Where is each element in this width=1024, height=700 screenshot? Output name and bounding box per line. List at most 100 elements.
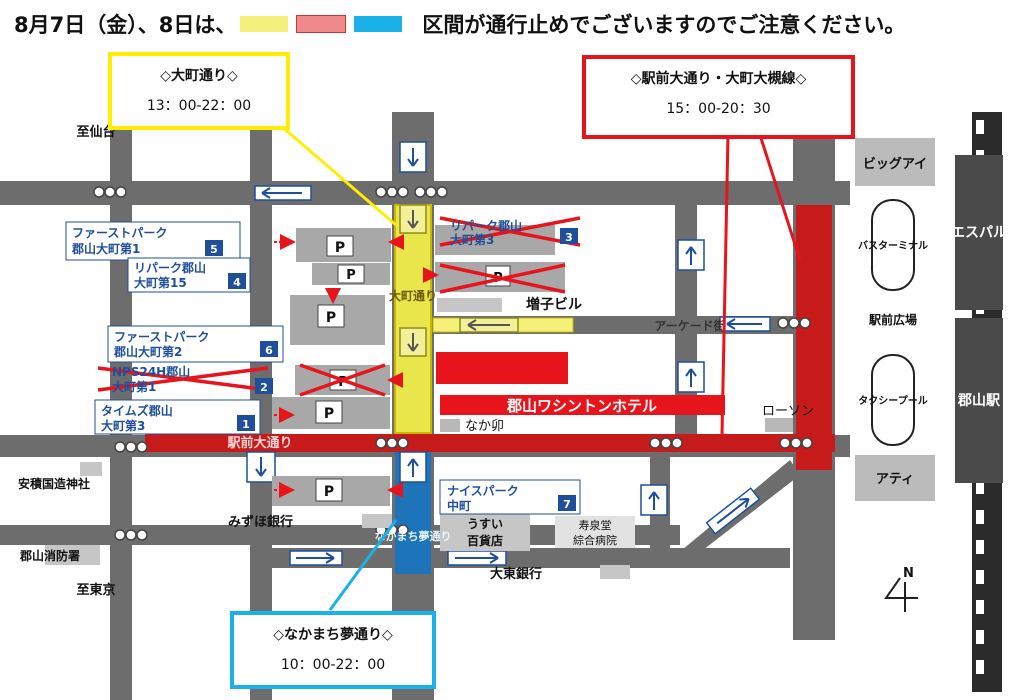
parking-first2-label: ファーストパーク 郡山大町第2 6 (107, 325, 284, 363)
parking-repark3-label: リパーク郡山 大町第3 3 (450, 218, 578, 247)
legend-swatch-ekimae (296, 15, 347, 33)
closure-ekimae-time: 15：00-20：30 (666, 101, 771, 117)
traffic-light (114, 529, 148, 541)
one-way-arrow-down (399, 141, 427, 173)
usui-dept-store (440, 513, 530, 551)
parking-number-badge: 7 (563, 498, 571, 511)
one-way-arrows (246, 141, 771, 566)
parking-nice-label: ナイスパーク 中町 7 (439, 479, 581, 515)
lawson-label: ローソン (762, 404, 814, 419)
one-way-arrow-up (399, 451, 427, 483)
lawson-building (765, 418, 793, 432)
masuko-building (437, 298, 502, 312)
parking-p-label: P (324, 484, 334, 500)
parking-number-badge: 3 (565, 231, 573, 244)
atei-building (855, 455, 935, 501)
one-way-arrow-down (246, 451, 276, 483)
washington-hotel-label-bg (440, 395, 725, 415)
one-way-arrow-east (289, 550, 343, 566)
closure-omachi-name: ◇大町通り◇ (160, 68, 238, 84)
mizuho-bank-label: みずほ銀行 (228, 514, 293, 530)
closed-mark (97, 366, 269, 392)
parking-sub: 大町第1 (112, 379, 156, 394)
parking-name: リパーク郡山 (134, 260, 206, 275)
notice-prefix: 8月7日（金）、8日は、 (14, 13, 237, 37)
one-way-arrow-down (399, 204, 427, 234)
parking-sub: 大町第3 (450, 232, 494, 247)
jusendo-label-line2: 綜合病院 (573, 533, 617, 547)
direction-sendai-label: 至仙台 (76, 124, 115, 140)
parking-repark15: P (312, 263, 390, 285)
koriyama-station-label: 郡山駅 (957, 393, 1001, 409)
parking-p-label: P (338, 375, 348, 390)
north-label: N (903, 566, 914, 581)
road-middle-avenue (250, 130, 272, 700)
callout-line-omachi (279, 123, 397, 227)
parking-sub: 郡山大町第1 (71, 241, 140, 256)
traffic-light (375, 186, 409, 198)
ekimae-dori-label: 駅前大通り (226, 435, 292, 451)
callout-line-ekimae (720, 134, 802, 436)
parking-labels: ファーストパーク 郡山大町第1 5 リパーク郡山 大町第3 3 リパーク郡山 大… (65, 218, 581, 515)
big-i-building (855, 138, 935, 186)
usui-label-line1: うすい (467, 517, 503, 531)
jusendo-label-line1: 寿泉堂 (579, 518, 612, 532)
parking-first2: P (290, 295, 385, 345)
nakau-building (440, 419, 460, 432)
esupal-building (955, 155, 1003, 310)
one-way-arrow-up (640, 484, 668, 516)
closure-box-ekimae: ◇駅前大通り・大町大槻線◇ 15：00-20：30 (582, 55, 855, 139)
parking-repark15-label: リパーク郡山 大町第15 4 (127, 257, 251, 293)
one-way-arrow-east (447, 550, 507, 566)
nakau-label: なか卯 (465, 419, 504, 434)
parking-first1-label: ファーストパーク 郡山大町第1 5 (65, 221, 241, 261)
closed-mark (439, 216, 581, 247)
legend-swatch-nakamachi (354, 16, 403, 32)
one-way-arrow-up (677, 239, 705, 271)
daito-bank-building (600, 565, 630, 579)
jusendo-hospital (555, 516, 635, 548)
parking-sub: 中町 (447, 498, 471, 513)
parking-sub: 大町第15 (134, 275, 187, 290)
mizuho-bank-building (362, 514, 392, 528)
parking-name: ナイスパーク (447, 484, 519, 498)
closure-omachi-time: 13：00-22：00 (146, 98, 252, 114)
closure-nakamachi-time: 10：00-22：00 (280, 657, 386, 673)
closure-omachi-dori (394, 204, 432, 434)
washington-hotel-label: 郡山ワシントンホテル (506, 397, 657, 415)
closed-mark (439, 263, 566, 294)
traffic-light (114, 441, 148, 453)
bus-terminal-label: バスターミナル (858, 240, 928, 252)
one-way-arrow-west (254, 185, 312, 201)
omachi-dori-label: 大町通り (389, 288, 437, 303)
parking-times3-label: タイムズ郡山 大町第3 1 (94, 399, 261, 435)
ekimae-hiroba-label: 駅前広場 (868, 312, 917, 327)
parking-number-badge: 1 (242, 418, 250, 431)
parking-entrances (274, 234, 439, 498)
washington-hotel-building (436, 352, 568, 384)
parking-sub: 大町第3 (101, 418, 145, 433)
one-way-arrow-west (719, 316, 771, 332)
daito-bank-label: 大東銀行 (490, 566, 542, 582)
closed-mark (299, 363, 386, 397)
taxi-pool-label: タクシープール (858, 394, 927, 407)
closed-parking-marks (97, 216, 581, 397)
traffic-light (779, 437, 813, 449)
parking-times3: P (272, 397, 390, 429)
traffic-light (649, 437, 683, 449)
esupal-label: エスパル (951, 225, 1007, 241)
nakamachi-yume-dori-label: なかまち夢通り (375, 529, 452, 543)
parking-p-label: P (324, 406, 334, 422)
parking-p-label: P (326, 310, 336, 326)
traffic-light (414, 186, 448, 198)
usui-label-line2: 百貨店 (467, 533, 503, 548)
parking-p-label: P (346, 268, 356, 283)
traffic-light (777, 317, 811, 329)
parking-p-label: P (335, 240, 345, 256)
masuko-building-label: 増子ビル (526, 296, 582, 313)
closure-omachi-otsuki (796, 205, 832, 470)
parking-number-badge: 5 (210, 243, 218, 256)
parking-nice: P (272, 476, 390, 506)
anzai-shrine-building (80, 462, 102, 476)
parking-number-badge: 4 (233, 276, 241, 289)
